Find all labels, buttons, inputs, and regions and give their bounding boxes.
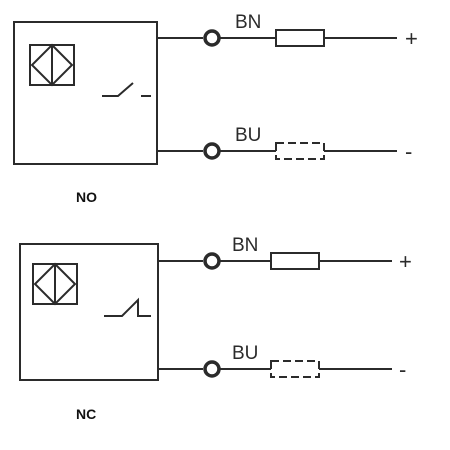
wire-label-bu: BU: [235, 125, 261, 146]
sensor-nc: BN + BU - NC: [19, 235, 412, 422]
output-line-bu: BU -: [157, 125, 412, 164]
polarity-plus: +: [399, 249, 412, 274]
terminal-circle-icon: [203, 29, 221, 47]
terminal-circle-icon: [203, 252, 221, 270]
caption-nc: NC: [76, 406, 96, 422]
terminal-circle-icon: [203, 360, 221, 378]
sensor-housing: [19, 243, 159, 381]
polarity-minus: -: [399, 357, 406, 382]
sensor-no: BN + BU - NO: [13, 12, 418, 205]
sensor-housing: [13, 21, 158, 165]
output-line-bu: BU -: [158, 343, 406, 382]
wire-label-bn: BN: [232, 235, 258, 256]
proximity-sensor-icon: [29, 43, 75, 87]
polarity-minus: -: [405, 139, 412, 164]
no-switch-icon: [102, 82, 134, 97]
output-line-bn: BN +: [157, 12, 418, 51]
caption-no: NO: [76, 189, 97, 205]
wire-label-bn: BN: [235, 12, 261, 33]
resistor-icon: [275, 29, 325, 47]
resistor-icon: [270, 252, 320, 270]
polarity-plus: +: [405, 26, 418, 51]
proximity-sensor-icon: [32, 262, 78, 306]
resistor-dashed-icon: [275, 142, 325, 160]
nc-switch-icon: [104, 297, 151, 317]
output-line-bn: BN +: [158, 235, 412, 274]
terminal-circle-icon: [203, 142, 221, 160]
wire-label-bu: BU: [232, 343, 258, 364]
resistor-dashed-icon: [270, 360, 320, 378]
